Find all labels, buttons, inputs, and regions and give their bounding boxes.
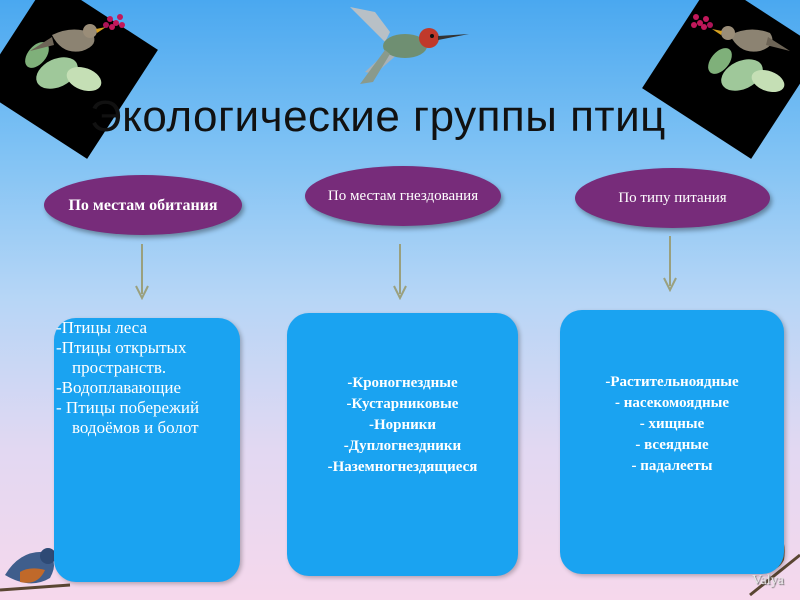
feeding-groups-box: -Растительноядные - насекомоядные - хищн…: [560, 310, 784, 574]
bird-on-branch-left-icon: [25, 14, 125, 92]
list-item: - всеядные: [635, 437, 709, 453]
list-item: -Растительноядные: [605, 374, 739, 390]
bird-on-branch-right-icon: [691, 14, 790, 93]
songbird-bottom-left-icon: [0, 548, 71, 592]
hummingbird-icon: [350, 7, 469, 84]
arrow-down-icon: [663, 236, 677, 292]
list-item: -Кроногнездные: [347, 375, 458, 391]
list-item: -Птицы леса: [56, 318, 147, 337]
feeding-groups-list: -Растительноядные - насекомоядные - хищн…: [560, 372, 784, 477]
list-item: - Птицы побережий водоёмов и болот: [56, 398, 200, 437]
category-oval-habitat: По местам обитания: [44, 175, 242, 235]
slide-title: Экологические группы птиц: [90, 92, 666, 141]
list-item: - насекомоядные: [615, 395, 729, 411]
list-item: -Норники: [368, 417, 437, 433]
nesting-groups-box: -Кроногнездные -Кустарниковые -Норники -…: [287, 313, 518, 576]
arrow-down-icon: [393, 244, 407, 300]
list-item: - хищные: [639, 416, 705, 432]
list-item: -Водоплавающие: [56, 378, 182, 397]
watermark: Valya: [752, 573, 784, 588]
list-item: - падалееты: [631, 458, 713, 474]
habitat-groups-list: -Птицы леса -Птицы открытых пространств.…: [56, 318, 232, 438]
arrow-down-icon: [135, 244, 149, 300]
list-item: -Наземногнездящиеся: [327, 459, 478, 475]
list-item: -Кустарниковые: [346, 396, 459, 412]
category-oval-nesting: По местам гнездования: [305, 166, 501, 226]
habitat-groups-box: -Птицы леса -Птицы открытых пространств.…: [54, 318, 240, 582]
nesting-groups-list: -Кроногнездные -Кустарниковые -Норники -…: [287, 373, 518, 478]
list-item: -Птицы открытых пространств.: [56, 338, 187, 377]
category-oval-feeding: По типу питания: [575, 168, 770, 228]
list-item: -Дуплогнездники: [343, 438, 462, 454]
